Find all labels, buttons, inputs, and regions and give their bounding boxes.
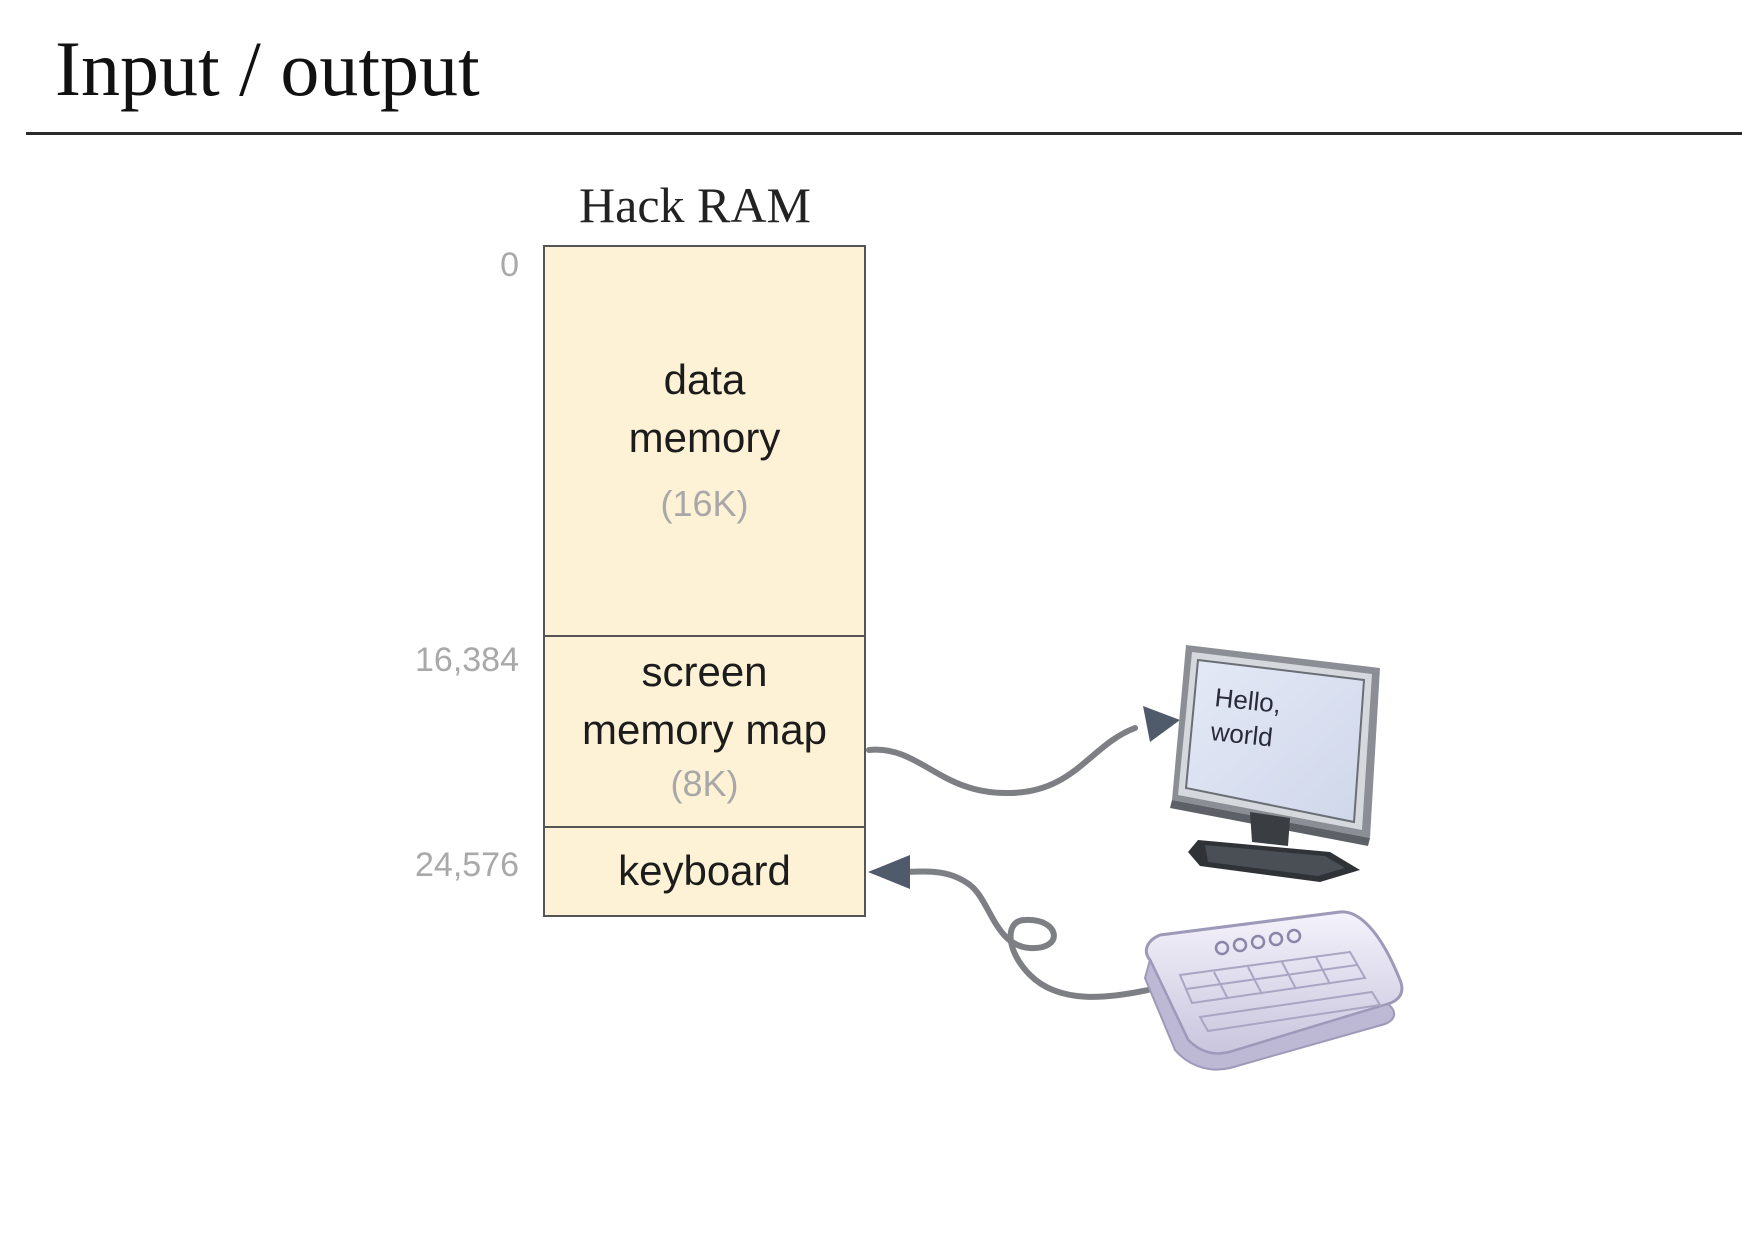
address-label-screen: 16,384 <box>415 641 519 679</box>
monitor-text-line2: world <box>1208 716 1274 752</box>
monitor-icon: Hello, world <box>1170 645 1380 882</box>
address-label-keyboard: 24,576 <box>415 846 519 884</box>
keyboard-input-arrowhead <box>868 855 910 889</box>
segment-size: (8K) <box>670 763 739 804</box>
ram-segment-screen-memory-map: screen memory map (8K) <box>543 635 866 828</box>
ram-segment-keyboard: keyboard <box>543 826 866 917</box>
screen-output-arrowhead <box>1143 706 1180 742</box>
ram-segment-data-memory: data memory (16K) <box>543 245 866 637</box>
segment-name: keyboard <box>618 847 791 894</box>
title-rule <box>26 132 1742 135</box>
address-label-data: 0 <box>500 246 519 284</box>
segment-size: (16K) <box>660 483 749 524</box>
ram-title: Hack RAM <box>579 177 811 233</box>
segment-name: screen memory map <box>581 648 828 753</box>
monitor-text-line1: Hello, <box>1213 682 1282 719</box>
keyboard-icon <box>1143 910 1404 1071</box>
keyboard-input-wire <box>902 868 1151 1000</box>
segment-name: data memory <box>628 356 781 461</box>
screen-output-wire <box>866 725 1138 797</box>
slide-title: Input / output <box>55 25 480 112</box>
